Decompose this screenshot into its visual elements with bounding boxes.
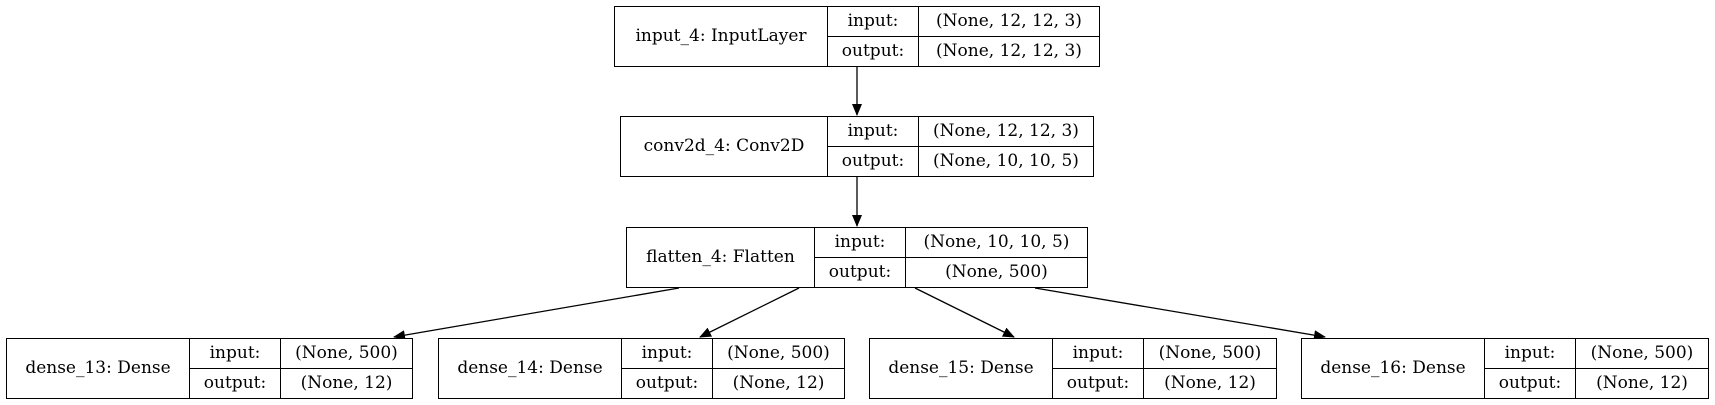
output-shape: (None, 500): [945, 261, 1048, 282]
edge-flatten-to-dense13: [393, 287, 680, 341]
layer-node-dense-13: dense_13: Dense input: (None, 500) outpu…: [6, 338, 413, 399]
edge-flatten-to-dense15: [914, 287, 1015, 338]
output-key-label: output:: [815, 257, 906, 287]
output-key-label: output:: [1485, 368, 1576, 398]
input-key-label: input:: [622, 339, 713, 369]
output-shape: (None, 12): [1596, 372, 1688, 393]
input-key-label: input:: [1485, 339, 1576, 369]
layer-name: dense_13: Dense: [7, 339, 190, 398]
layer-name: dense_15: Dense: [870, 339, 1053, 398]
input-shape: (None, 500): [281, 339, 412, 369]
input-shape: (None, 500): [1576, 339, 1708, 369]
output-shape: (None, 12, 12, 3): [936, 40, 1082, 61]
layer-node-input-4: input_4: InputLayer input: (None, 12, 12…: [614, 6, 1100, 67]
edge-flatten-to-dense14: [699, 287, 800, 338]
output-key-label: output:: [1053, 368, 1144, 398]
input-shape: (None, 12, 12, 3): [919, 7, 1099, 37]
output-shape: (None, 12): [1164, 372, 1256, 393]
layer-name: conv2d_4: Conv2D: [621, 117, 828, 176]
layer-name: flatten_4: Flatten: [627, 228, 815, 287]
output-key-label: output:: [828, 36, 919, 66]
layer-node-flatten-4: flatten_4: Flatten input: (None, 10, 10,…: [626, 227, 1088, 288]
layer-node-dense-14: dense_14: Dense input: (None, 500) outpu…: [438, 338, 845, 399]
output-shape: (None, 12): [732, 372, 825, 393]
layer-node-dense-15: dense_15: Dense input: (None, 500) outpu…: [869, 338, 1277, 399]
input-shape: (None, 12, 12, 3): [919, 117, 1093, 147]
output-key-label: output:: [828, 146, 919, 176]
layer-node-conv2d-4: conv2d_4: Conv2D input: (None, 12, 12, 3…: [620, 116, 1094, 177]
edge-flatten-to-dense16: [1034, 287, 1326, 341]
input-key-label: input:: [1053, 339, 1144, 369]
layer-name: input_4: InputLayer: [615, 7, 828, 66]
output-key-label: output:: [190, 368, 281, 398]
input-key-label: input:: [190, 339, 281, 369]
input-key-label: input:: [828, 117, 919, 147]
input-key-label: input:: [828, 7, 919, 37]
layer-name: dense_16: Dense: [1302, 339, 1485, 398]
layer-node-dense-16: dense_16: Dense input: (None, 500) outpu…: [1301, 338, 1709, 399]
input-shape: (None, 500): [1144, 339, 1276, 369]
output-shape: (None, 10, 10, 5): [933, 150, 1079, 171]
input-key-label: input:: [815, 228, 906, 258]
layer-name: dense_14: Dense: [439, 339, 622, 398]
output-shape: (None, 12): [300, 372, 393, 393]
output-key-label: output:: [622, 368, 713, 398]
input-shape: (None, 500): [713, 339, 844, 369]
input-shape: (None, 10, 10, 5): [906, 228, 1087, 258]
